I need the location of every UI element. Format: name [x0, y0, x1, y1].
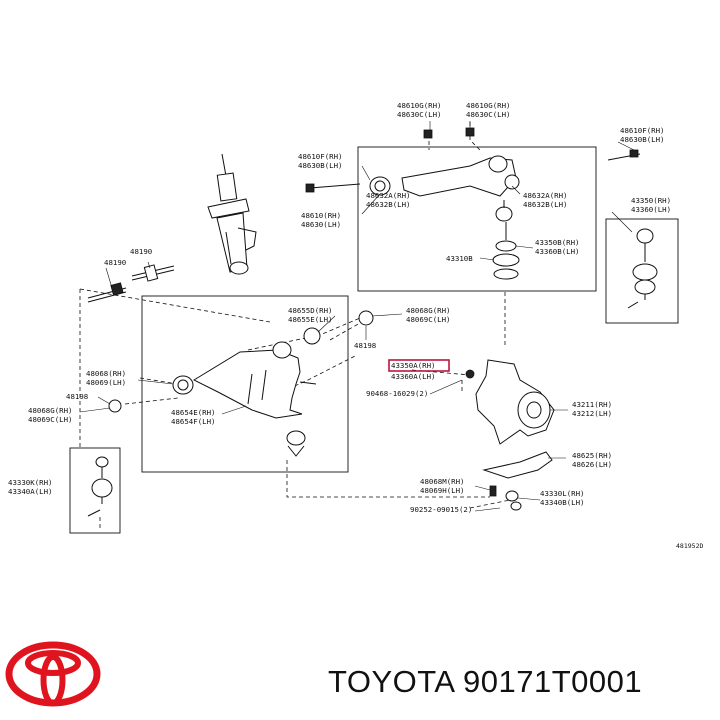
label-48069c: 48069C(LH)	[28, 415, 73, 424]
label-48069h: 48069H(LH)	[420, 486, 465, 495]
right-ball-joint	[627, 228, 658, 309]
label-48654f: 48654F(LH)	[171, 417, 216, 426]
label-48632a-left: 48632A(RH)	[366, 191, 411, 200]
label-43350: 43350(RH)	[631, 196, 671, 205]
upper-control-arm	[305, 127, 641, 222]
label-48068: 48068(RH)	[86, 369, 126, 378]
label-48068m: 48068M(RH)	[420, 477, 465, 486]
toyota-logo-icon	[5, 641, 101, 707]
label-48190-left: 48190	[104, 258, 126, 267]
label-48632b-right: 48632B(LH)	[523, 200, 568, 209]
lower-arm-box	[141, 295, 349, 473]
label-48625: 48625(RH)	[572, 451, 612, 460]
label-48654e: 48654E(RH)	[171, 408, 216, 417]
label-48630: 48630(LH)	[301, 220, 341, 229]
label-90468: 90468-16029(2)	[366, 389, 428, 398]
label-48068g-top: 48068G(RH)	[406, 306, 451, 315]
label-48655d: 48655D(RH)	[288, 306, 333, 315]
label-43330k: 43330K(RH)	[8, 478, 53, 487]
label-48069: 48069(LH)	[86, 378, 126, 387]
label-48630b-left: 48630B(LH)	[298, 161, 343, 170]
steering-knuckle	[465, 359, 555, 445]
lower-control-arm	[108, 310, 374, 457]
label-48190-top: 48190	[130, 247, 152, 256]
label-43360: 43360(LH)	[631, 205, 671, 214]
label-48655e: 48655E(LH)	[288, 315, 333, 324]
label-48610f-right: 48610F(RH)	[620, 126, 665, 135]
right-ball-joint-box	[605, 218, 679, 324]
label-43360a: 43360A(LH)	[391, 372, 436, 381]
label-43340a: 43340A(LH)	[8, 487, 53, 496]
label-48630c-left: 48630C(LH)	[397, 110, 442, 119]
left-ball-joint	[87, 456, 113, 517]
upper-ball-joint	[492, 222, 520, 280]
upper-arm-box	[357, 146, 597, 292]
left-ball-joint-box	[69, 447, 121, 534]
label-48632b-left: 48632B(LH)	[366, 200, 411, 209]
label-43350a: 43350A(RH)	[391, 361, 436, 370]
label-48632a-right: 48632A(RH)	[523, 191, 568, 200]
label-48610g-left: 48610G(RH)	[397, 101, 442, 110]
diagram-ref-number: 481952D	[676, 542, 703, 550]
strut-assembly	[207, 153, 257, 275]
label-48610f-left: 48610F(RH)	[298, 152, 343, 161]
label-43340b: 43340B(LH)	[540, 498, 585, 507]
label-48069c-top: 48069C(LH)	[406, 315, 451, 324]
label-48198-top: 48198	[354, 341, 376, 350]
label-43360b: 43360B(LH)	[535, 247, 580, 256]
label-43211: 43211(RH)	[572, 400, 612, 409]
label-43330l: 43330L(RH)	[540, 489, 585, 498]
label-43212: 43212(LH)	[572, 409, 612, 418]
steering-arm	[482, 451, 553, 511]
label-48068g: 48068G(RH)	[28, 406, 73, 415]
highlight-box	[388, 359, 450, 372]
label-48198: 48198	[66, 392, 88, 401]
label-90252: 90252-09015(2)	[410, 505, 472, 514]
label-48626: 48626(LH)	[572, 460, 612, 469]
stabilizer-link	[87, 264, 175, 303]
part-number-title: TOYOTA 90171T0001	[328, 664, 643, 699]
label-43350b: 43350B(RH)	[535, 238, 580, 247]
leader-lines	[79, 121, 635, 512]
label-48630b-right: 48630B(LH)	[620, 135, 665, 144]
label-48610: 48610(RH)	[301, 211, 341, 220]
label-48630c-right: 48630C(LH)	[466, 110, 511, 119]
label-43310: 43310B	[446, 254, 473, 263]
label-48610g-right: 48610G(RH)	[466, 101, 511, 110]
